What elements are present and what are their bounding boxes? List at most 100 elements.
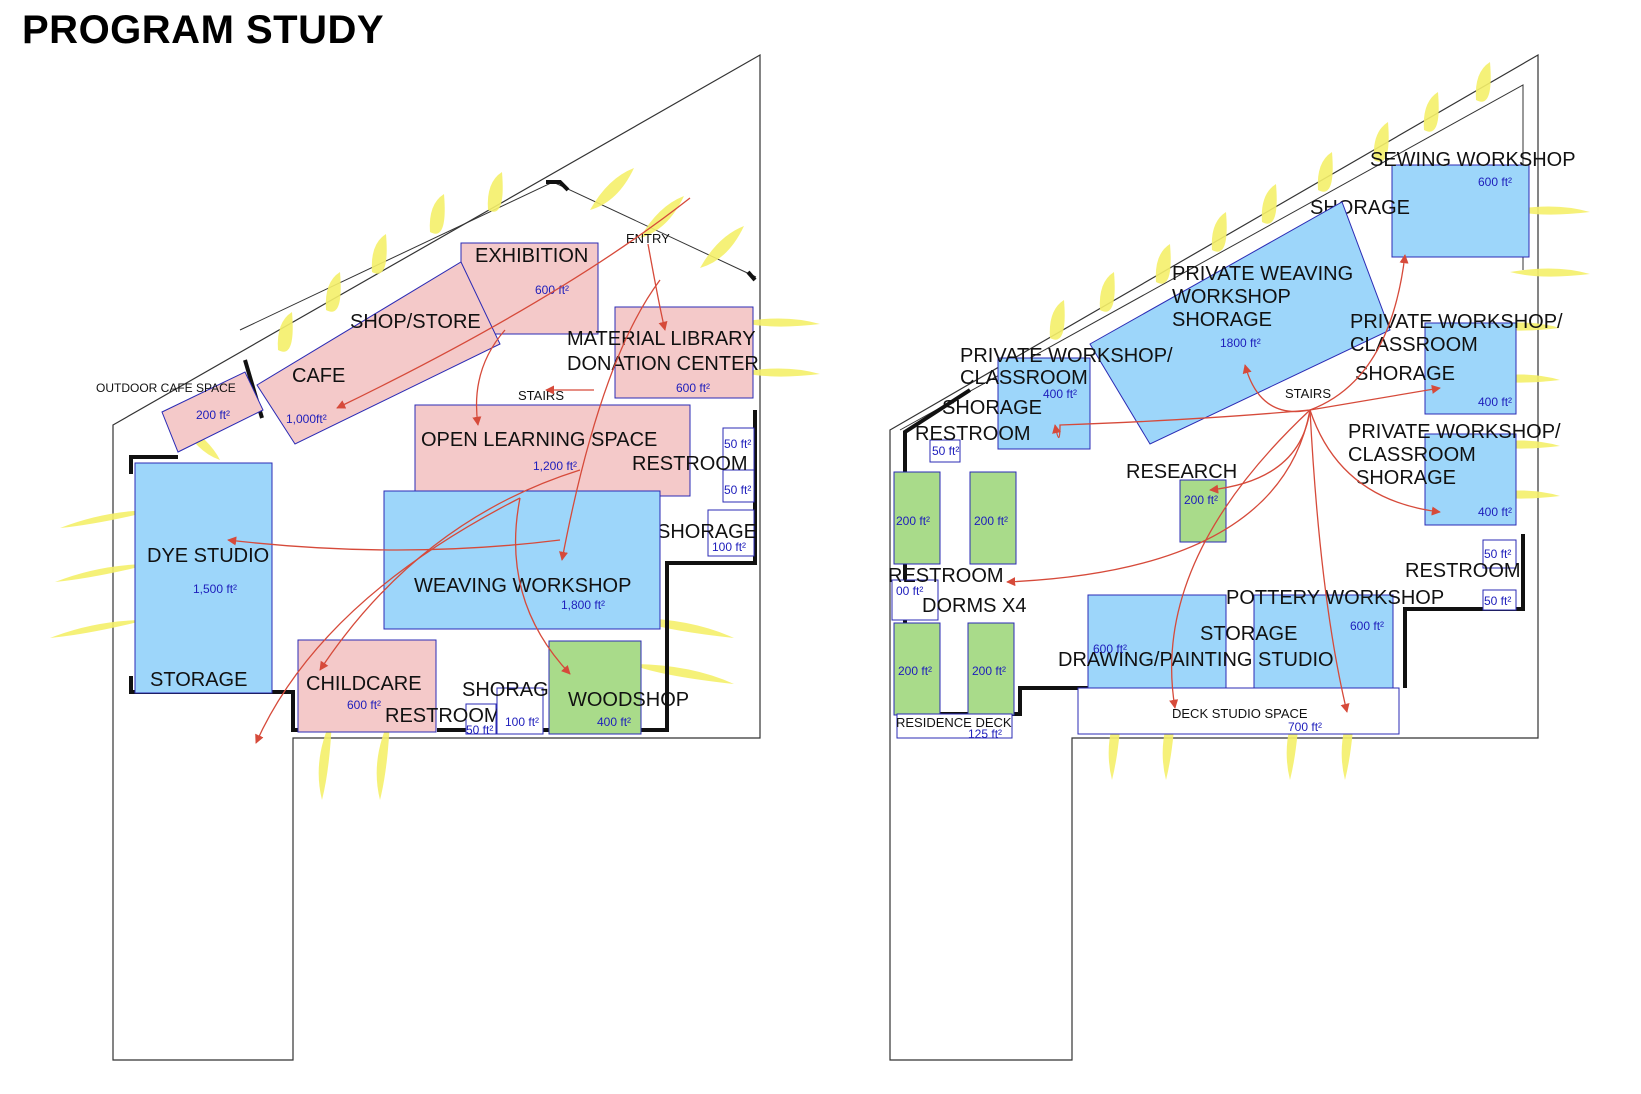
room-area: 200 ft² bbox=[196, 408, 230, 422]
room-label: SEWING WORKSHOP bbox=[1370, 149, 1576, 171]
room-label: PRIVATE WORKSHOP/ bbox=[960, 345, 1173, 367]
room-label: WOODSHOP bbox=[568, 689, 689, 711]
room-area: 50 ft² bbox=[724, 437, 751, 451]
room-label: MATERIAL LIBRARY bbox=[567, 328, 756, 350]
room-label: RESTROOM bbox=[385, 705, 501, 727]
room-area: 50 ft² bbox=[1484, 547, 1511, 561]
room-area: 1,200 ft² bbox=[533, 459, 577, 473]
room-area: 600 ft² bbox=[347, 698, 381, 712]
room-label-line2: CLASSROOM bbox=[1348, 444, 1476, 466]
dorm-area: 200 ft² bbox=[898, 664, 932, 678]
room-label-line3: SHORAGE bbox=[942, 397, 1042, 419]
room-material-library: MATERIAL LIBRARY DONATION CENTER 600 ft² bbox=[567, 306, 759, 399]
room-restroom-se: RESTROOM 50 ft² 50 ft² bbox=[1405, 539, 1521, 611]
room-label: DRAWING/PAINTING STUDIO bbox=[1058, 649, 1334, 671]
room-private-workshop-ne: PRIVATE WORKSHOP/ CLASSROOM SHORAGE 400 … bbox=[1350, 311, 1563, 415]
room-area: 400 ft² bbox=[1478, 395, 1512, 409]
room-label: WEAVING WORKSHOP bbox=[414, 575, 631, 597]
room-private-workshop-west: PRIVATE WORKSHOP/ CLASSROOM SHORAGE 400 … bbox=[942, 345, 1173, 450]
room-area: 50 ft² bbox=[466, 723, 493, 737]
room-label-line2: CLASSROOM bbox=[960, 367, 1088, 389]
room-area: 1,000ft² bbox=[286, 412, 327, 426]
page-title: PROGRAM STUDY bbox=[22, 8, 385, 52]
dorm-area: 200 ft² bbox=[972, 664, 1006, 678]
room-area: 100 ft² bbox=[712, 540, 746, 554]
room-private-weaving: PRIVATE WEAVING WORKSHOP SHORAGE 1800 ft… bbox=[1089, 201, 1391, 445]
room-restroom-nw: RESTROOM 50 ft² bbox=[915, 423, 1031, 463]
room-pottery-drawing: POTTERY WORKSHOP 600 ft² STORAGE DRAWING… bbox=[1058, 587, 1444, 689]
room-shop-cafe: SHOP/STORE CAFE 1,000ft² bbox=[256, 261, 501, 445]
room-area: 600 ft² bbox=[676, 381, 710, 395]
dorm-area: 200 ft² bbox=[896, 514, 930, 528]
room-label: STORAGE bbox=[150, 669, 247, 691]
room-label-line2: CLASSROOM bbox=[1350, 334, 1478, 356]
room-label: PRIVATE WORKSHOP/ bbox=[1348, 421, 1561, 443]
room-area: 400 ft² bbox=[1043, 387, 1077, 401]
room-shorage-east: SHORAGE 100 ft² bbox=[657, 509, 757, 557]
room-label-line2: DONATION CENTER bbox=[567, 353, 759, 375]
room-area: 1,500 ft² bbox=[193, 582, 237, 596]
room-open-learning: OPEN LEARNING SPACE 1,200 ft² bbox=[414, 404, 691, 497]
ground-floor-plan: EXHIBITION 600 ft² SHOP/STORE CAFE 1,000… bbox=[50, 53, 820, 1061]
room-outdoor-cafe: OUTDOOR CAFE SPACE 200 ft² bbox=[96, 371, 264, 453]
room-area: 50 ft² bbox=[932, 444, 959, 458]
room-label: DORMS X4 bbox=[922, 595, 1026, 617]
room-woodshop: WOODSHOP 400 ft² bbox=[548, 640, 689, 735]
room-label: CAFE bbox=[292, 365, 345, 387]
room-area: 50 ft² bbox=[1484, 594, 1511, 608]
room-label-line3: SHORAGE bbox=[1355, 363, 1455, 385]
room-area: 400 ft² bbox=[1478, 505, 1512, 519]
room-area: 1800 ft² bbox=[1220, 336, 1261, 350]
dorm-area: 200 ft² bbox=[974, 514, 1008, 528]
room-area: 50 ft² bbox=[724, 483, 751, 497]
room-restroom-south: RESTROOM 50 ft² bbox=[385, 703, 501, 737]
room-label: OUTDOOR CAFE SPACE bbox=[96, 381, 236, 395]
room-area: 400 ft² bbox=[597, 715, 631, 729]
room-area: 600 ft² bbox=[1350, 619, 1384, 633]
room-label: RESTROOM bbox=[888, 565, 1004, 587]
room-childcare: CHILDCARE 600 ft² bbox=[297, 639, 437, 733]
room-area: 600 ft² bbox=[1093, 642, 1127, 656]
upper-floor-plan: SEWING WORKSHOP 600 ft² SHORAGE PRIVATE … bbox=[888, 53, 1590, 1061]
room-label: EXHIBITION bbox=[475, 245, 588, 267]
room-label: POTTERY WORKSHOP bbox=[1226, 587, 1444, 609]
room-sewing-workshop: SEWING WORKSHOP 600 ft² SHORAGE bbox=[1310, 149, 1576, 258]
room-label-line2: WORKSHOP bbox=[1172, 286, 1291, 308]
room-label-line3: SHORAGE bbox=[1172, 309, 1272, 331]
room-area: 600 ft² bbox=[1478, 175, 1512, 189]
room-area: 00 ft² bbox=[896, 584, 923, 598]
room-area: 1,800 ft² bbox=[561, 598, 605, 612]
circulation-arrows bbox=[227, 197, 691, 744]
room-residence-deck: RESIDENCE DECK 125 ft² bbox=[896, 713, 1013, 741]
room-area: 125 ft² bbox=[968, 727, 1002, 741]
room-weaving-workshop: WEAVING WORKSHOP 1,800 ft² bbox=[383, 490, 661, 630]
room-label: RESTROOM bbox=[1405, 560, 1521, 582]
room-area: 200 ft² bbox=[1184, 493, 1218, 507]
room-label: SHOP/STORE bbox=[350, 311, 481, 333]
room-label: SHORAGE bbox=[657, 521, 757, 543]
circulation-arrows bbox=[1006, 254, 1441, 713]
room-area: 700 ft² bbox=[1288, 720, 1322, 734]
room-label: DYE STUDIO bbox=[147, 545, 269, 567]
room-label: STORAGE bbox=[1200, 623, 1297, 645]
room-label-line3: SHORAGE bbox=[1356, 467, 1456, 489]
room-label: RESTROOM bbox=[915, 423, 1031, 445]
room-deck-studio: DECK STUDIO SPACE 700 ft² bbox=[1077, 687, 1400, 735]
room-dorms: RESTROOM 00 ft² DORMS X4 200 ft² 200 ft²… bbox=[888, 471, 1026, 716]
site-outline bbox=[889, 53, 1539, 1061]
room-restroom-east: RESTROOM 50 ft² 50 ft² bbox=[632, 427, 755, 503]
room-shorage-south: SHORAGE 100 ft² bbox=[462, 679, 562, 735]
stairs-label: STAIRS bbox=[1285, 386, 1331, 401]
room-label: OPEN LEARNING SPACE bbox=[421, 429, 657, 451]
room-label: PRIVATE WORKSHOP/ bbox=[1350, 311, 1563, 333]
entry-label: ENTRY bbox=[626, 231, 670, 246]
room-label: DECK STUDIO SPACE bbox=[1172, 706, 1308, 721]
room-label: CHILDCARE bbox=[306, 673, 422, 695]
room-research: RESEARCH 200 ft² bbox=[1126, 461, 1237, 543]
room-label: RESEARCH bbox=[1126, 461, 1237, 483]
room-label: SHORAGE bbox=[462, 679, 562, 701]
room-label: RESTROOM bbox=[632, 453, 748, 475]
room-area: 100 ft² bbox=[505, 715, 539, 729]
room-dye-studio: DYE STUDIO 1,500 ft² STORAGE bbox=[134, 462, 273, 694]
